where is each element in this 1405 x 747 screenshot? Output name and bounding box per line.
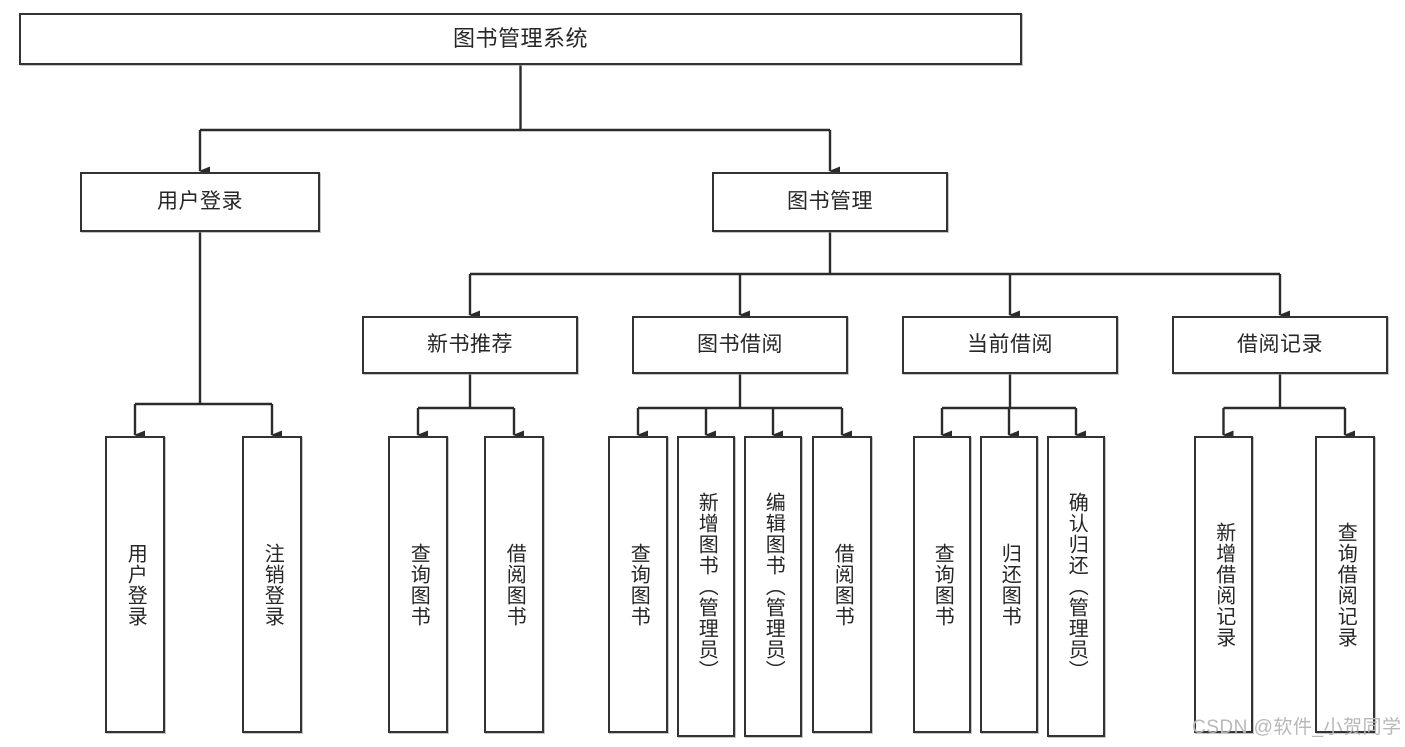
- node-label: 新增图书（管理员）: [695, 492, 718, 681]
- node-label: 用户登录: [124, 542, 147, 627]
- node-label: 当前借阅: [967, 332, 1053, 356]
- node-leaf-logout[interactable]: 注销登录: [242, 436, 302, 733]
- node-label: 新书推荐: [427, 332, 513, 356]
- node-leaf-add-book[interactable]: 新增图书（管理员）: [677, 436, 735, 737]
- node-leaf-query-record[interactable]: 查询借阅记录: [1315, 436, 1375, 733]
- node-book-manage[interactable]: 图书管理: [712, 172, 948, 232]
- node-borrow-record[interactable]: 借阅记录: [1172, 316, 1388, 374]
- node-new-book-recommend[interactable]: 新书推荐: [362, 316, 578, 374]
- node-root[interactable]: 图书管理系统: [19, 13, 1022, 65]
- node-label: 图书管理: [787, 189, 873, 213]
- node-label: 编辑图书（管理员）: [762, 492, 785, 681]
- node-label: 新增借阅记录: [1212, 521, 1235, 648]
- node-label: 注销登录: [261, 542, 284, 627]
- node-leaf-borrow-book-1[interactable]: 借阅图书: [484, 436, 544, 733]
- node-leaf-return-book[interactable]: 归还图书: [980, 436, 1038, 733]
- node-label: 归还图书: [998, 542, 1021, 627]
- node-leaf-query-book-3[interactable]: 查询图书: [913, 436, 971, 733]
- node-user-login[interactable]: 用户登录: [80, 172, 320, 232]
- node-leaf-query-book-2[interactable]: 查询图书: [608, 436, 668, 733]
- node-label: 借阅记录: [1237, 332, 1323, 356]
- node-label: 查询图书: [627, 542, 650, 627]
- node-label: 借阅图书: [503, 542, 526, 627]
- node-label: 确认归还（管理员）: [1065, 492, 1088, 681]
- node-label: 图书借阅: [697, 332, 783, 356]
- node-leaf-borrow-book-2[interactable]: 借阅图书: [812, 436, 872, 733]
- node-leaf-add-record[interactable]: 新增借阅记录: [1194, 436, 1253, 733]
- node-label: 图书管理系统: [452, 26, 588, 52]
- node-leaf-edit-book[interactable]: 编辑图书（管理员）: [744, 436, 802, 737]
- node-label: 查询借阅记录: [1334, 521, 1357, 648]
- node-label: 查询图书: [407, 542, 430, 627]
- node-current-borrow[interactable]: 当前借阅: [902, 316, 1118, 374]
- node-leaf-user-login[interactable]: 用户登录: [105, 436, 165, 733]
- node-leaf-confirm-return[interactable]: 确认归还（管理员）: [1047, 436, 1105, 737]
- node-leaf-query-book-1[interactable]: 查询图书: [388, 436, 448, 733]
- node-label: 借阅图书: [831, 542, 854, 627]
- node-label: 用户登录: [157, 189, 243, 213]
- node-book-borrow[interactable]: 图书借阅: [632, 316, 848, 374]
- node-label: 查询图书: [931, 542, 954, 627]
